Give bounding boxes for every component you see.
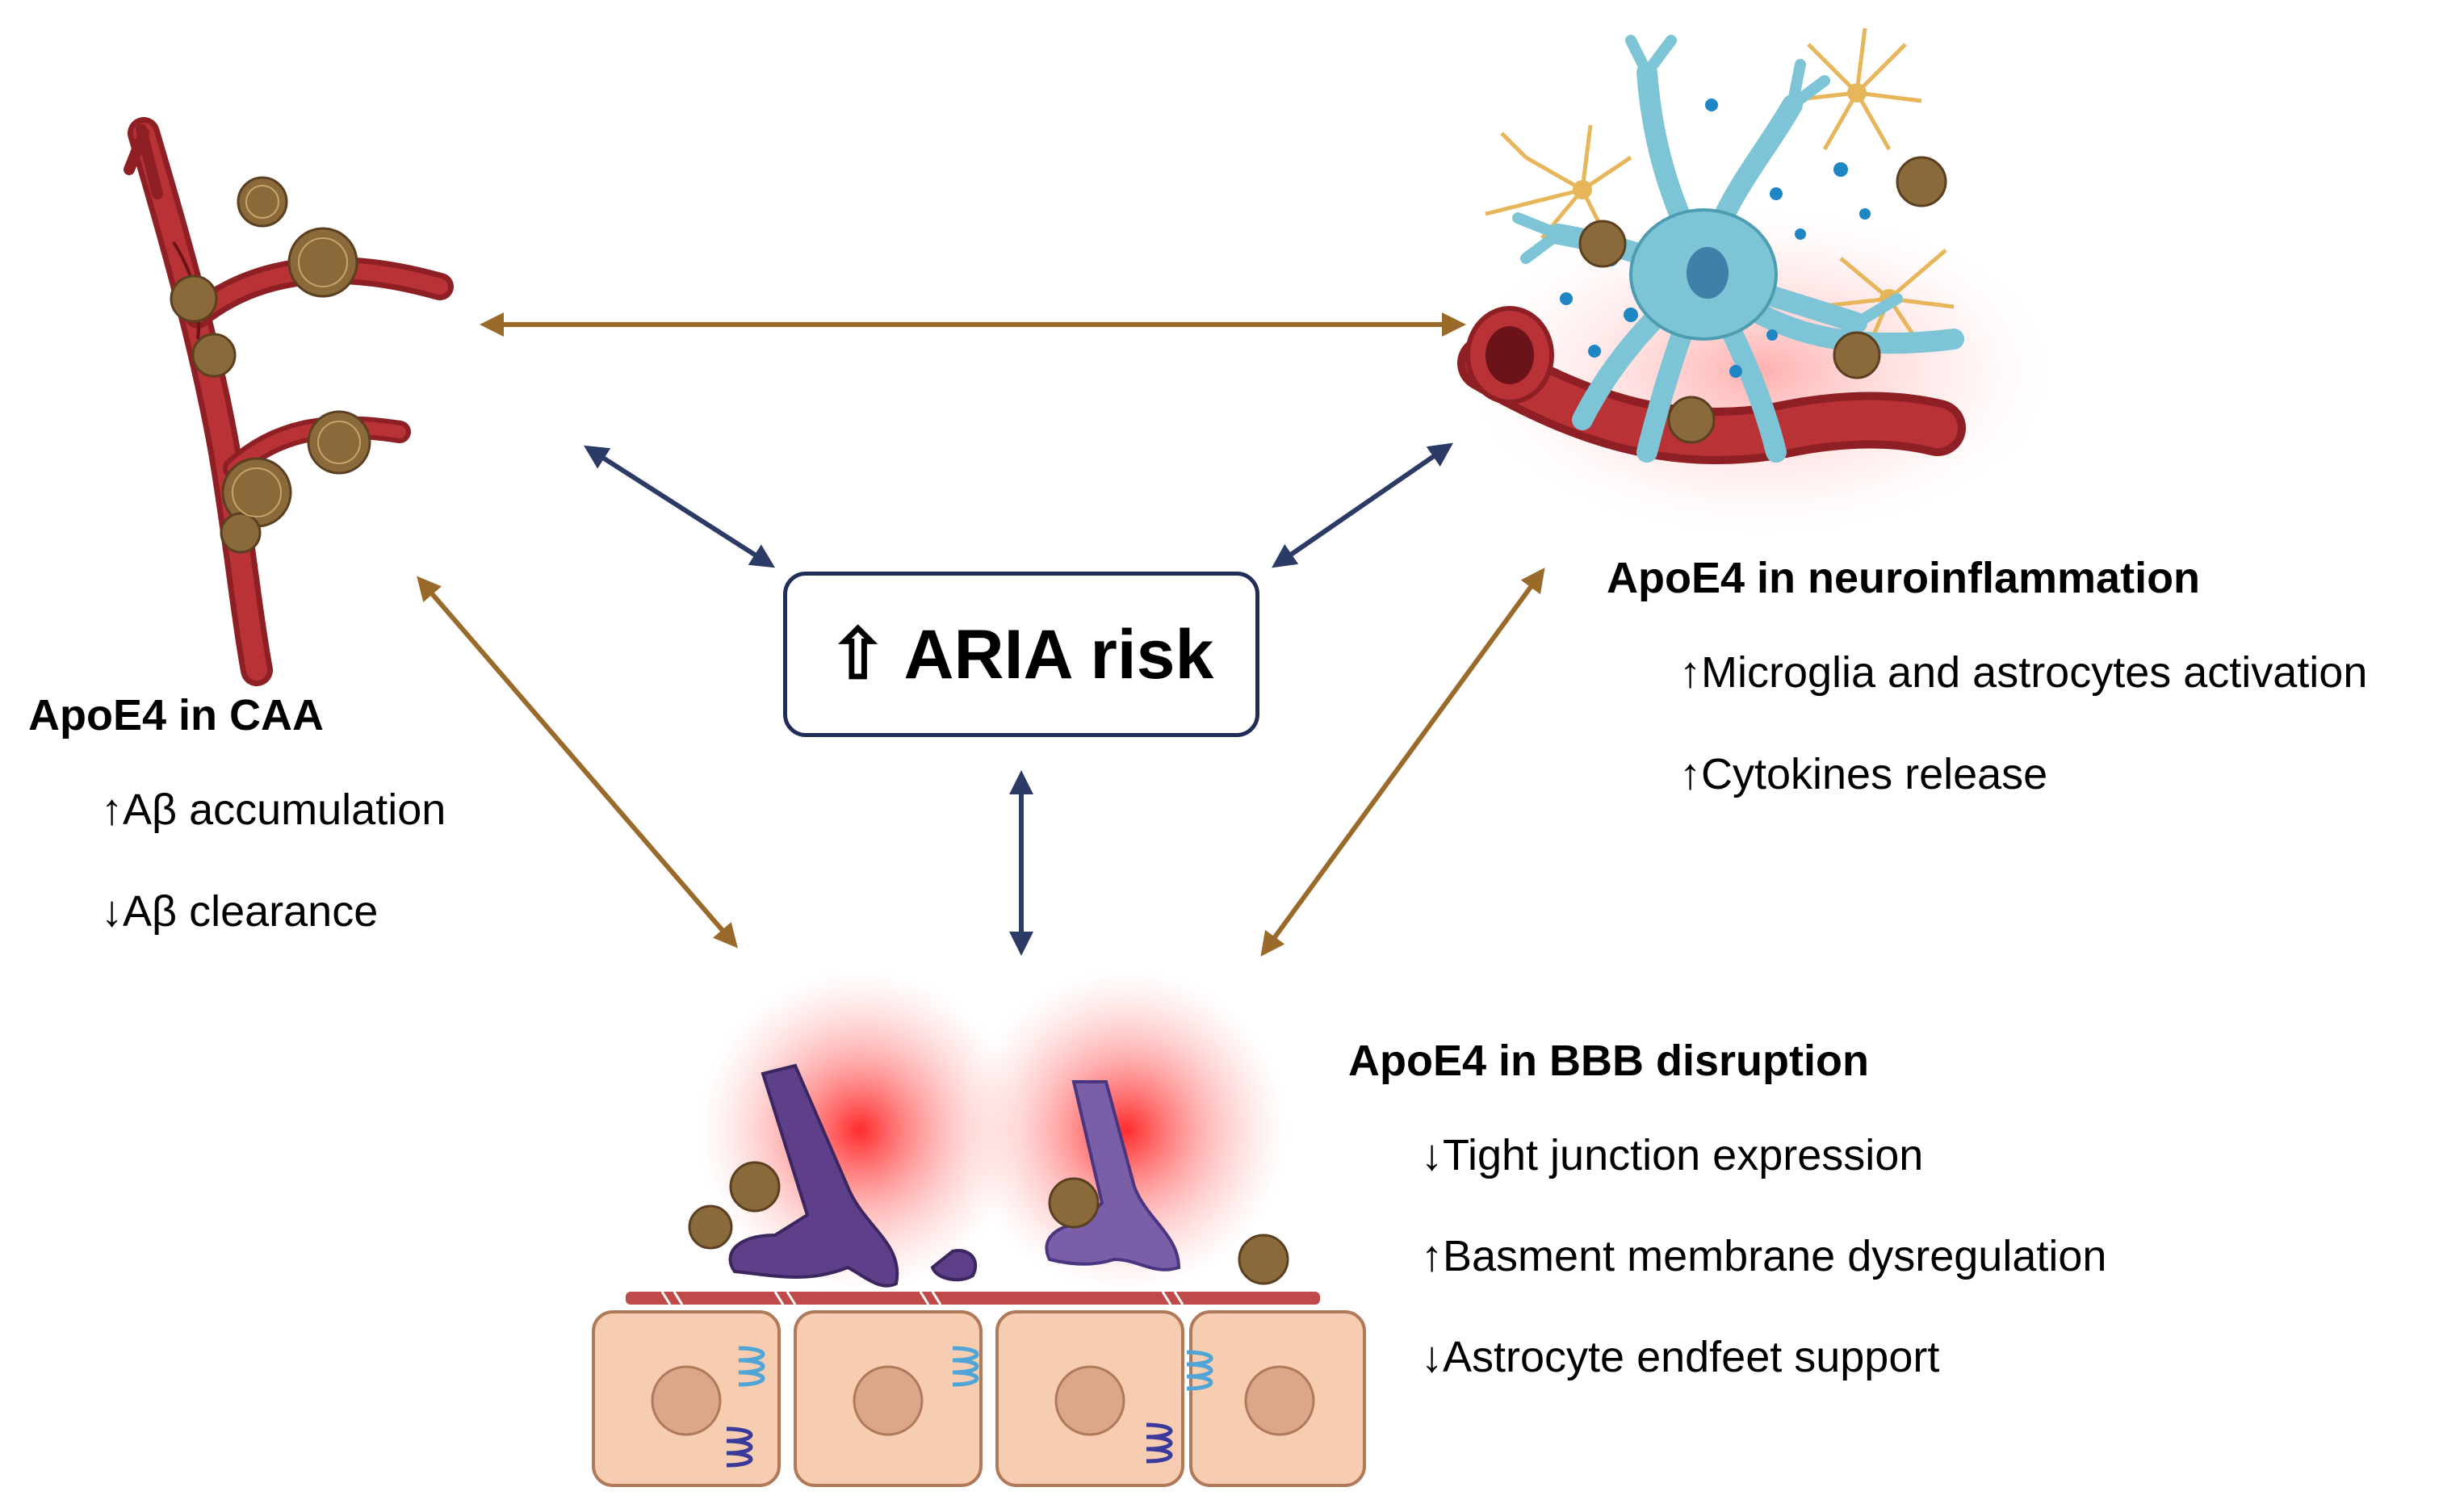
neuroinflammation-item: ↑Cytokines release — [1679, 750, 2048, 798]
basement-membrane — [626, 1292, 1320, 1305]
arrow-neuroinflammation-bbb — [1260, 568, 1545, 957]
aria-risk-label: ⇧ ARIA risk — [828, 615, 1214, 693]
aria-risk-box: ⇧ ARIA risk — [783, 572, 1259, 737]
arrow-caa-bbb — [417, 576, 738, 949]
arrow-neuroinflammation-aria — [1272, 442, 1453, 568]
bbb-heading: ApoE4 in BBB disruption — [1348, 1037, 1869, 1085]
neuroinflammation-illustration — [1457, 27, 2051, 533]
astrocyte-cell — [1485, 27, 1955, 356]
caa-heading: ApoE4 in CAA — [28, 691, 325, 739]
tight-junctions — [726, 1346, 1213, 1468]
neuron-cell — [1512, 35, 1964, 463]
neuroinflammation-item: ↑Microglia and astrocytes activation — [1679, 648, 2368, 697]
bbb-item: ↓Tight junction expression — [1421, 1131, 1924, 1179]
caa-item: ↑Aβ accumulation — [101, 786, 446, 834]
neuroinflammation-heading: ApoE4 in neuroinflammation — [1607, 554, 2201, 602]
bbb-illustration — [592, 969, 1366, 1487]
astrocyte-endfoot — [1045, 1080, 1181, 1271]
astrocyte-endfoot — [728, 1063, 899, 1288]
caa-vessel-illustration — [124, 117, 454, 686]
bbb-item: ↓Astrocyte endfeet support — [1421, 1333, 1940, 1381]
caa-item: ↓Aβ clearance — [101, 887, 379, 936]
bbb-item: ↑Basment membrane dysregulation — [1421, 1232, 2107, 1280]
arrow-caa-aria — [583, 445, 776, 568]
arrows — [417, 312, 1545, 957]
